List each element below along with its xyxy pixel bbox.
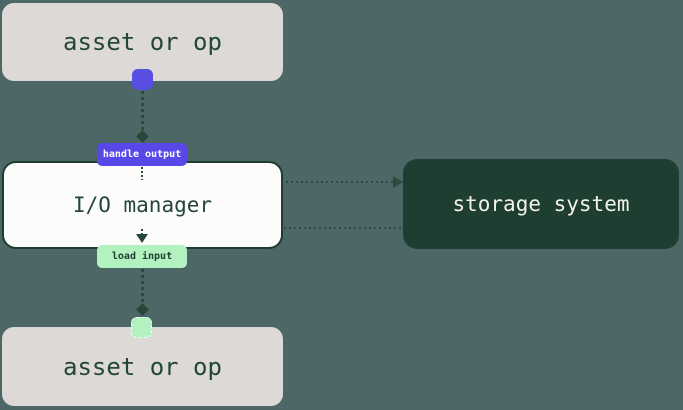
load-input-badge: load input — [97, 245, 187, 268]
storage-system-node: storage system — [403, 159, 679, 249]
output-port — [132, 69, 153, 90]
edge-output-port-line — [141, 91, 144, 131]
arrow-into-storage-icon — [393, 176, 403, 188]
asset-or-op-node-top: asset or op — [2, 3, 283, 81]
edge-load-input-drop-line — [141, 229, 143, 234]
asset-or-op-label-bottom: asset or op — [63, 352, 222, 381]
edge-diamond-bottom — [136, 303, 149, 316]
load-input-label: load input — [111, 251, 173, 262]
edge-handle-output-drop-line — [141, 167, 143, 180]
handle-output-label: handle output — [102, 149, 182, 160]
edge-input-port-line — [141, 269, 144, 305]
asset-or-op-node-bottom: asset or op — [2, 327, 283, 406]
storage-system-label: storage system — [452, 192, 630, 216]
input-port — [131, 317, 152, 338]
asset-or-op-label-top: asset or op — [63, 28, 222, 56]
handle-output-badge: handle output — [97, 143, 187, 166]
io-manager-label: I/O manager — [72, 193, 213, 217]
arrow-into-load-input-icon — [136, 234, 148, 243]
edge-diamond-top — [136, 130, 149, 143]
